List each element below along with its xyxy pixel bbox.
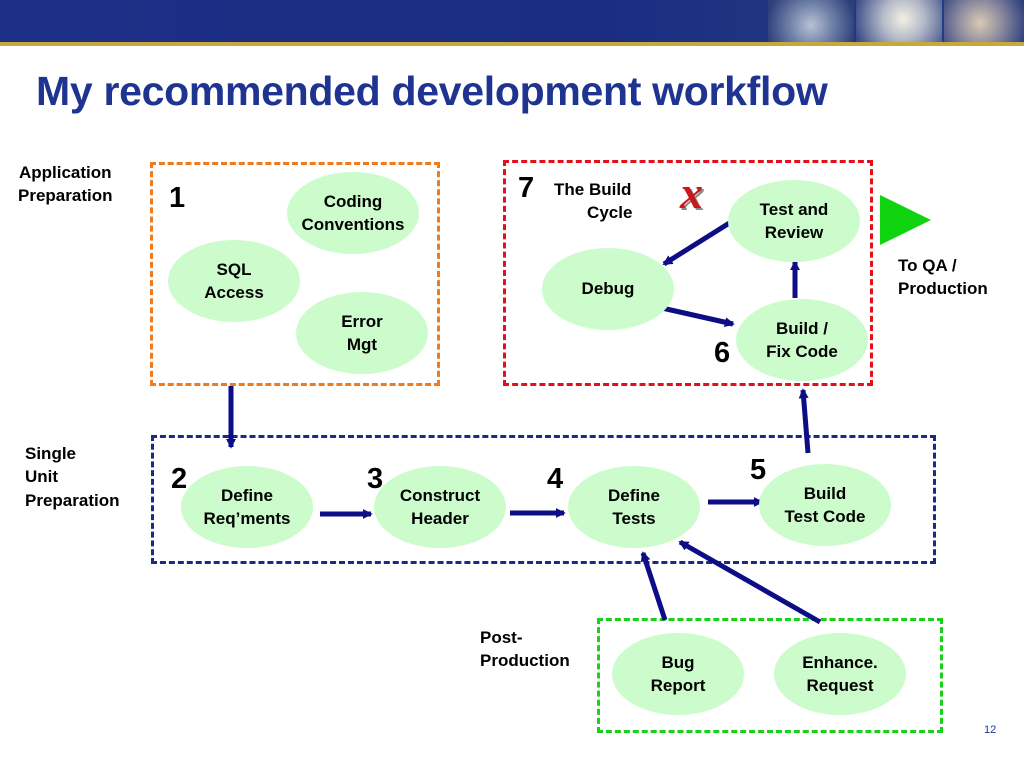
node-construct-header: Construct Header xyxy=(374,466,506,548)
fail-x-icon: x xyxy=(680,167,703,218)
node-build-test-code: Build Test Code xyxy=(759,464,891,546)
banner-photo-face xyxy=(944,0,1024,42)
node-sql-access: SQL Access xyxy=(168,240,300,322)
arrow-bug-report-to-define-tests xyxy=(640,551,668,621)
build-cycle-label: The Build Cycle xyxy=(554,180,633,223)
application-preparation-group xyxy=(150,162,440,386)
arrow-build-test-code-to-build-fix-code xyxy=(798,388,811,454)
post-production-label: Post- Production xyxy=(480,628,570,671)
build-cycle-group xyxy=(503,160,873,386)
banner-photo-lightbulb xyxy=(856,0,942,42)
arrow-debug-to-build-fix-code xyxy=(661,305,735,328)
node-bug-report: Bug Report xyxy=(612,633,744,715)
node-debug: Debug xyxy=(542,248,674,330)
to-qa-production-label: To QA / Production xyxy=(898,256,988,299)
node-enhance-request: Enhance. Request xyxy=(774,633,906,715)
step-number-1: 1 xyxy=(169,182,186,214)
step-number-2: 2 xyxy=(171,463,188,495)
banner-divider xyxy=(0,42,1024,46)
step-number-7: 7 xyxy=(518,172,535,204)
node-build-fix-code: Build / Fix Code xyxy=(736,299,868,381)
node-define-reqments: Define Req’ments xyxy=(181,466,313,548)
slide-title: My recommended development workflow xyxy=(36,68,828,114)
application-preparation-label: Application Preparation xyxy=(18,163,113,206)
play-icon xyxy=(880,195,931,245)
step-number-5: 5 xyxy=(750,454,767,486)
node-test-and-review: Test and Review xyxy=(728,180,860,262)
node-error-mgt: Error Mgt xyxy=(296,292,428,374)
step-number-3: 3 xyxy=(367,463,384,495)
single-unit-preparation-group xyxy=(151,435,936,564)
single-unit-preparation-label: Single Unit Preparation xyxy=(25,444,120,510)
node-coding-conventions: Coding Conventions xyxy=(287,172,419,254)
step-number-6: 6 xyxy=(714,337,731,369)
step-number-4: 4 xyxy=(547,463,564,495)
page-number: 12 xyxy=(984,724,997,736)
post-production-group xyxy=(597,618,943,733)
arrow-enhance-request-to-define-tests xyxy=(678,539,822,625)
banner-photo-eye xyxy=(768,0,854,42)
node-define-tests: Define Tests xyxy=(568,466,700,548)
arrow-test-and-review-to-debug xyxy=(662,219,733,267)
